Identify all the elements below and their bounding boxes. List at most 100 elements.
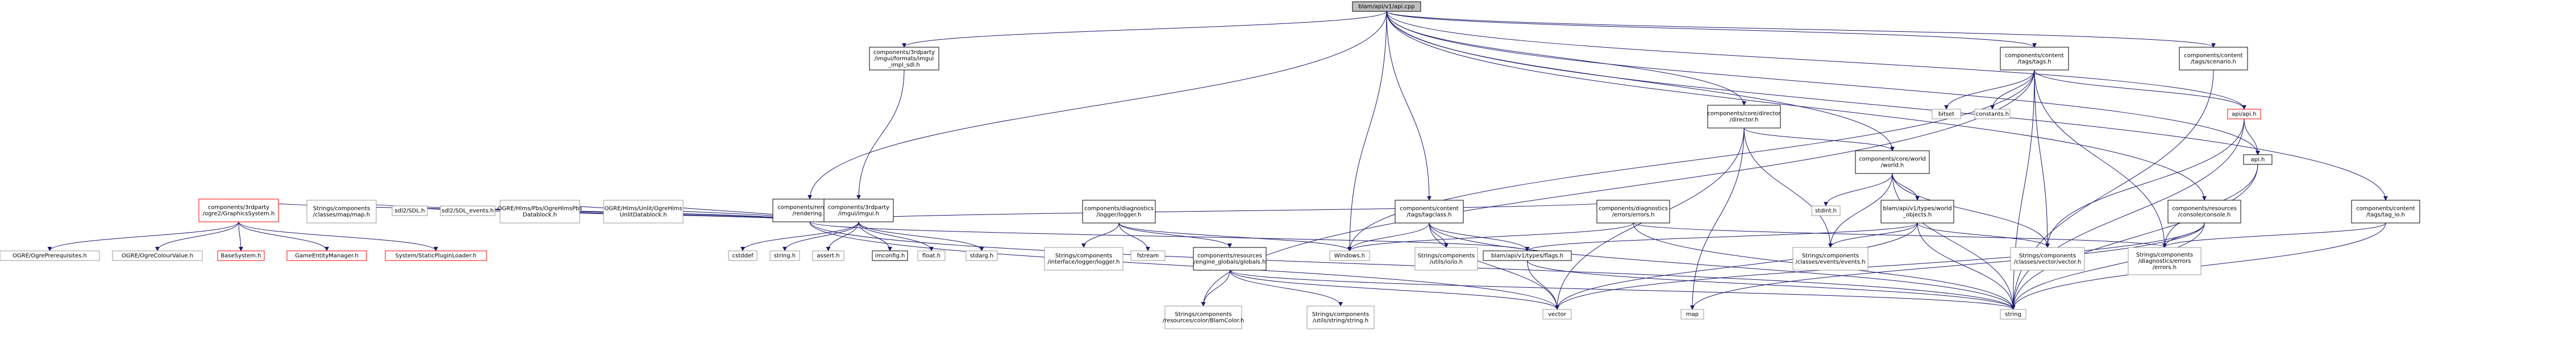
node-box	[1811, 205, 1841, 216]
node-strings-events[interactable]: Strings/components/classes/events/events…	[1792, 247, 1868, 271]
node-strings-stringutil[interactable]: Strings/components/utils/string/string.h	[1306, 305, 1375, 329]
edge-tagclass-to-typesflags	[1429, 222, 1530, 251]
node-box	[2179, 47, 2248, 71]
node-content-scenario[interactable]: components/content/tags/scenario.h	[2179, 47, 2248, 71]
node-ogre-prereq[interactable]: OGRE/OgrePrerequisites.h	[0, 250, 100, 261]
node-box	[812, 250, 844, 261]
node-box	[1680, 309, 1704, 320]
node-box	[1792, 247, 1868, 271]
node-world-objects[interactable]: blam/api/v1/types/world_objects.h	[1880, 200, 1954, 224]
node-box	[1082, 200, 1156, 224]
node-windows[interactable]: Windows.h	[1329, 250, 1370, 261]
edge-ogre2-to-ogre-prereq	[47, 221, 239, 251]
node-root: blam/api/v1/api.cpp	[1352, 1, 1421, 12]
node-apirgn[interactable]: api/api.h	[2227, 109, 2261, 119]
node-res-console[interactable]: components/resources/console/console.h	[2167, 200, 2241, 224]
node-stdint[interactable]: stdint.h	[1811, 205, 1841, 216]
edge-content-tag-io-to-strings-diag-errors	[2162, 222, 2386, 248]
node-float-h[interactable]: float.h	[917, 250, 946, 261]
node-content-tags[interactable]: components/content/tags/tags.h	[2000, 47, 2069, 71]
node-label: /tags/tagclass.h	[1406, 212, 1451, 218]
edge-typesflags-to-vector	[1527, 260, 1559, 310]
node-label: vector	[1548, 312, 1567, 318]
edge-res-globals-to-strings-blamcolor	[1201, 270, 1230, 307]
node-box	[917, 250, 946, 261]
edge-ogre2-to-ogre-colour	[155, 221, 239, 251]
node-imconfig[interactable]: imconfig.h	[872, 250, 908, 261]
node-ogre-colour[interactable]: OGRE/OgreColourValue.h	[112, 250, 203, 261]
edge-content-tags-to-string	[2011, 69, 2035, 310]
edge-rendering-to-vector	[809, 221, 1559, 310]
node-label: components/resources	[1197, 253, 1262, 259]
node-label: Strings/components	[1802, 253, 1859, 259]
node-label: /imgui/formats/imgui	[875, 56, 934, 62]
node-constants[interactable]: constants.h	[1974, 109, 2011, 119]
edge-content-tags-to-strings-diag-errors	[2034, 69, 2167, 248]
node-label: OGRE/OgreColourValue.h	[122, 253, 193, 259]
edge-typesflags-to-string	[1527, 260, 2016, 310]
node-sdl2-events[interactable]: sdl2/SDL_events.h	[440, 205, 496, 216]
node-box	[1193, 247, 1267, 271]
node-cstddef[interactable]: cstddef	[728, 250, 758, 261]
node-box	[2000, 47, 2069, 71]
node-vector[interactable]: vector	[1542, 309, 1572, 320]
edge-root-to-content-scenario	[1386, 11, 2216, 48]
node-imgui-h[interactable]: components/3rdparty/imgui/imgui.h	[823, 199, 894, 222]
node-label: Strings/components	[1175, 312, 1231, 318]
node-core-director[interactable]: components/core/director/director.h	[1707, 105, 1782, 129]
node-diag-logger[interactable]: components/diagnostics/logger/logger.h	[1082, 200, 1156, 224]
edge-rendering-to-diag-errors	[809, 200, 1636, 222]
node-map[interactable]: map	[1680, 309, 1704, 320]
node-box	[2128, 247, 2202, 275]
node-label: components/diagnostics	[1084, 206, 1154, 212]
node-fstream[interactable]: fstream	[1130, 250, 1166, 261]
node-strings-utils-io[interactable]: Strings/components/utils/io/io.h	[1414, 247, 1478, 271]
node-sdl2[interactable]: sdl2/SDL.h	[392, 205, 428, 216]
node-label: /classes/vector/vector.h	[2014, 259, 2081, 266]
node-imgui-sdl[interactable]: components/3rdparty/imgui/formats/imgui_…	[869, 47, 939, 71]
edge-imgui-h-to-float-h	[858, 221, 934, 251]
node-stdarg[interactable]: stdarg.h	[966, 250, 998, 261]
node-label: /classes/map/map.h	[313, 212, 370, 218]
node-string-h[interactable]: string.h	[769, 250, 800, 261]
node-label: components/content	[2356, 206, 2415, 212]
node-gameentity[interactable]: GameEntityManager.h	[286, 250, 367, 261]
node-core-world[interactable]: components/core/world/world.h	[1855, 150, 1930, 174]
node-box	[385, 250, 487, 261]
node-strings-ilogger[interactable]: Strings/components/interface/logger/logg…	[1044, 247, 1123, 271]
edge-content-tags-to-apirgn	[2034, 69, 2246, 110]
node-pluginloader[interactable]: System/StaticPluginLoader.h	[385, 250, 487, 261]
node-strings-diag-errors[interactable]: Strings/components/diagnostics/errors/er…	[2128, 247, 2202, 275]
node-strings-blamcolor[interactable]: Strings/components/resources/color/BlamC…	[1163, 305, 1244, 329]
node-strings-vector[interactable]: Strings/components/classes/vector/vector…	[2010, 247, 2085, 271]
node-box	[1306, 305, 1375, 329]
edge-res-console-to-vector	[1555, 222, 2205, 310]
node-strings-map[interactable]: Strings/components/classes/map/map.h	[306, 200, 377, 224]
node-bitset[interactable]: bitset	[1932, 109, 1961, 119]
edge-tagclass-to-windows	[1347, 222, 1430, 251]
node-label: _impl_sdl.h	[888, 62, 920, 68]
node-label: /errors/errors.h	[1612, 212, 1654, 218]
node-assert-h[interactable]: assert.h	[812, 250, 844, 261]
node-api-h[interactable]: api.h	[2243, 154, 2273, 165]
node-string[interactable]: string	[2000, 309, 2026, 320]
node-typesflags[interactable]: blam/api/v1/types/flags.h	[1483, 250, 1572, 261]
node-ogre2[interactable]: components/3rdparty/ogre2/GraphicsSystem…	[198, 199, 279, 222]
edge-res-console-to-string	[2011, 222, 2205, 310]
edge-core-world-to-stdint	[1824, 173, 1893, 206]
node-tagclass[interactable]: components/content/tags/tagclass.h	[1395, 200, 1464, 224]
node-label: Strings/components	[2019, 253, 2076, 259]
node-label: /director.h	[1730, 117, 1759, 123]
node-label: components/core/director	[1708, 111, 1782, 117]
edge-diag-logger-to-fstream	[1118, 222, 1150, 251]
node-basesystem[interactable]: BaseSystem.h	[217, 250, 265, 261]
node-box	[1974, 109, 2011, 119]
node-res-globals[interactable]: components/resources/engine_globals/glob…	[1193, 247, 1267, 271]
node-content-tag-io[interactable]: components/content/tags/tag_io.h	[2351, 200, 2420, 224]
node-label: sdl2/SDL_events.h	[442, 208, 494, 214]
edge-diag-logger-to-res-globals	[1118, 222, 1232, 248]
node-diag-errors[interactable]: components/diagnostics/errors/errors.h	[1596, 200, 1670, 224]
node-label: /console/console.h	[2178, 212, 2231, 218]
